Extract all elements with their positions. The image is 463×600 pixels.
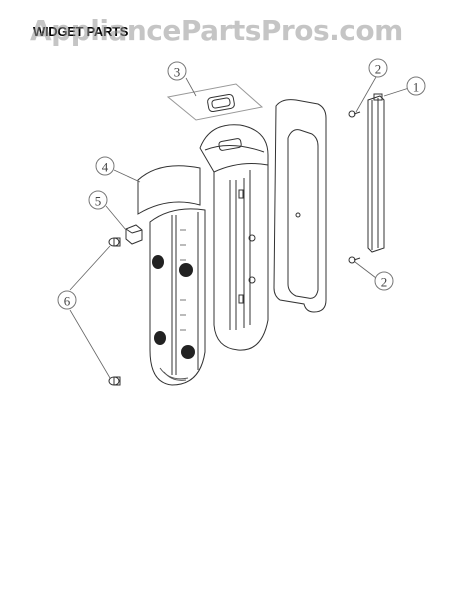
- part-6-screw-top: [108, 237, 121, 247]
- callout-2b-circle: [374, 271, 394, 291]
- leader-lines: [69, 76, 410, 379]
- gasket-frame: [273, 99, 327, 313]
- part-2-screw-top: [348, 110, 361, 118]
- part-6-screw-bottom: [108, 376, 121, 386]
- callout-1-label: 1: [413, 80, 420, 95]
- part-3-pad: [166, 83, 264, 121]
- rear-shell: [199, 124, 269, 351]
- callout-2a-label: 2: [375, 62, 382, 77]
- callout-4-label: 4: [102, 160, 109, 175]
- callout-4-circle: [95, 156, 115, 176]
- callout-3-circle: [167, 61, 187, 81]
- callout-6-label: 6: [64, 294, 71, 309]
- callout-6-circle: [57, 290, 77, 310]
- part-1-rail: [367, 93, 385, 253]
- callout-2a-circle: [368, 58, 388, 78]
- diagram-title: WIDGET PARTS: [33, 24, 129, 39]
- callout-2b-label: 2: [381, 275, 388, 290]
- part-2-screw-bottom: [348, 256, 361, 264]
- cover-grip-dots: [152, 255, 195, 359]
- part-5-clip: [125, 224, 143, 245]
- part-4-front-cover: [137, 165, 206, 386]
- callout-5-circle: [88, 190, 108, 210]
- watermark-text: AppliancePartsPros.com: [30, 14, 403, 47]
- callout-1-circle: [406, 76, 426, 96]
- callout-5-label: 5: [95, 194, 102, 209]
- callout-3-label: 3: [174, 65, 181, 80]
